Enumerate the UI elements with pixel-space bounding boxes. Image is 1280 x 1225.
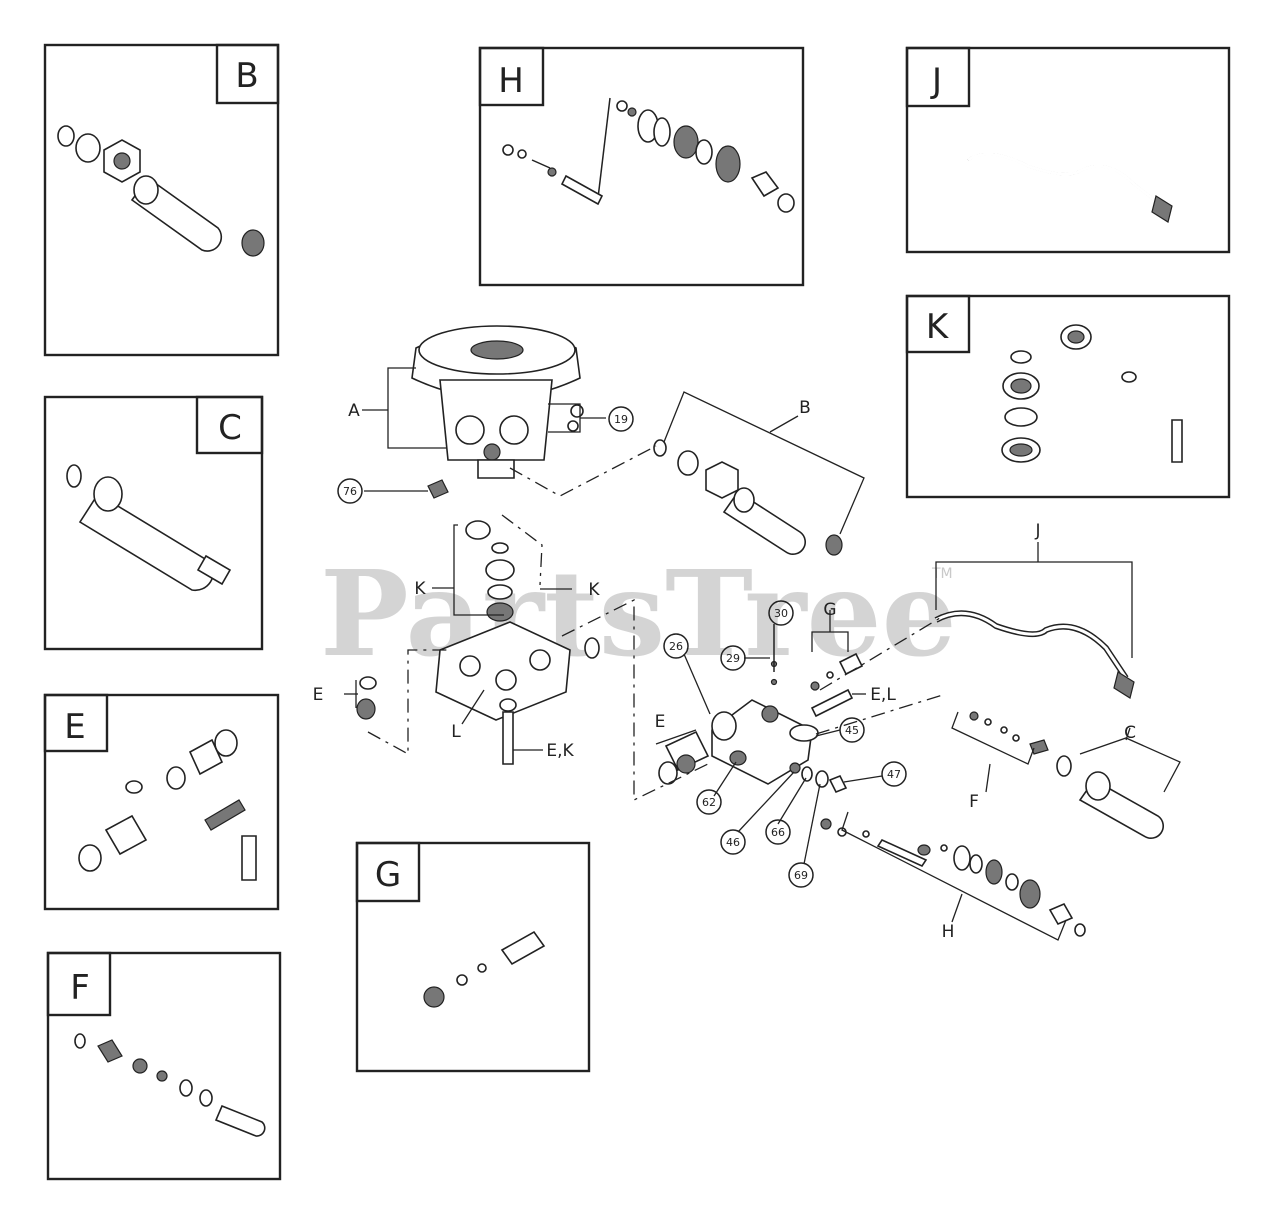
svg-text:66: 66 [771, 826, 785, 839]
callout-29: 29 [720, 645, 746, 671]
leader-lines [344, 367, 1181, 941]
callout-45: 45 [839, 717, 865, 743]
callout-69: 69 [788, 862, 814, 888]
callout-62: 62 [696, 789, 722, 815]
inset-g-letter: G [375, 855, 401, 895]
callout-47: 47 [881, 761, 907, 787]
callout-26: 26 [663, 633, 689, 659]
inset-e-letter: E [64, 707, 85, 747]
inset-k-letter: K [926, 307, 950, 347]
label-e-right: E [655, 712, 666, 732]
callout-30: 30 [768, 600, 794, 626]
label-ek: E,K [546, 741, 574, 761]
label-a: A [348, 401, 360, 421]
label-l: L [451, 722, 461, 742]
svg-text:47: 47 [887, 768, 901, 781]
svg-text:76: 76 [343, 485, 357, 498]
watermark: PartsTree [320, 544, 957, 683]
label-f: F [969, 792, 979, 812]
inset-k: K [905, 294, 1231, 499]
svg-text:62: 62 [702, 796, 716, 809]
label-el: E,L [870, 685, 896, 705]
inset-g: G [355, 841, 591, 1073]
label-c: C [1124, 723, 1136, 743]
inset-c-letter: C [218, 408, 242, 448]
callout-19: 19 [608, 406, 634, 432]
callout-76: 76 [337, 478, 363, 504]
label-k-left: K [414, 579, 426, 599]
callouts: 19 76 26 29 30 45 47 62 [337, 406, 907, 888]
pump-b-parts [653, 439, 843, 556]
svg-text:29: 29 [726, 652, 740, 665]
inset-c: C [43, 395, 264, 651]
inset-e: E [43, 693, 280, 911]
label-j: J [1034, 521, 1040, 541]
inset-f: F [46, 951, 282, 1181]
label-h: H [942, 922, 955, 942]
callout-66: 66 [765, 819, 791, 845]
inset-f-letter: F [70, 968, 90, 1008]
svg-text:46: 46 [726, 836, 740, 849]
inset-b-letter: B [235, 56, 258, 96]
pump-assembly [356, 325, 600, 765]
label-k-right: K [588, 580, 600, 600]
label-b: B [799, 398, 811, 418]
inset-j-letter: J [930, 61, 942, 101]
label-e-left: E [313, 685, 324, 705]
watermark-trademark: TM [931, 566, 953, 582]
inset-j: J [905, 46, 1231, 254]
callout-46: 46 [720, 829, 746, 855]
svg-text:19: 19 [614, 413, 628, 426]
svg-text:30: 30 [774, 607, 788, 620]
letter-labels: A B K K E L E,K J G E,L E F C H [313, 398, 1136, 942]
inset-h-letter: H [498, 61, 524, 101]
inset-h: H [478, 46, 805, 287]
svg-text:26: 26 [669, 640, 683, 653]
label-g: G [823, 600, 836, 620]
svg-text:45: 45 [845, 724, 859, 737]
svg-text:69: 69 [794, 869, 808, 882]
inset-b: B [43, 43, 280, 357]
valve-assembly [658, 610, 1164, 937]
